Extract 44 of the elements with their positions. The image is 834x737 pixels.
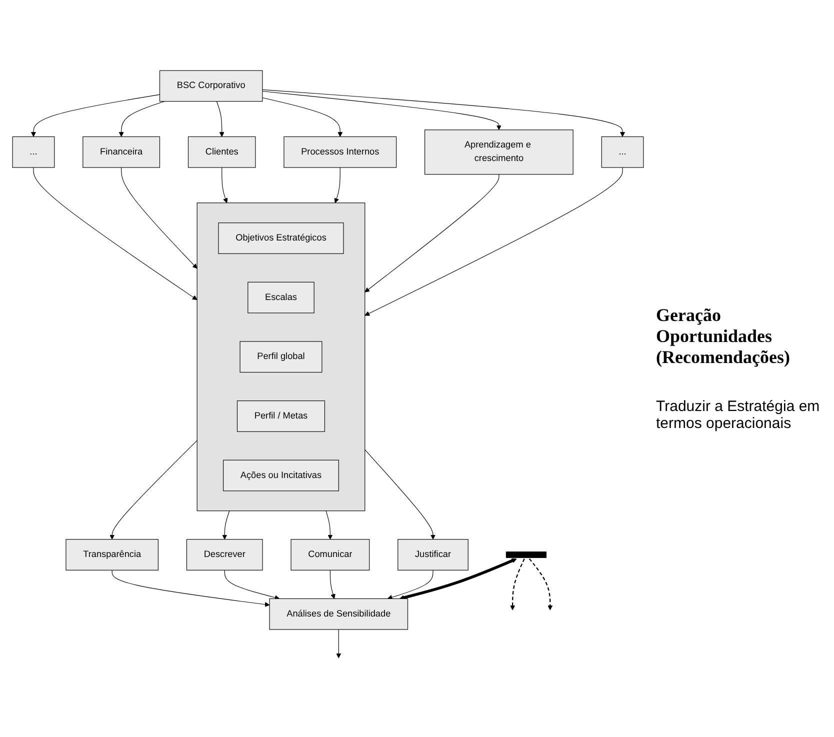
node-box: Perfil global	[240, 341, 322, 373]
arrow	[112, 570, 270, 608]
arrow	[399, 558, 517, 600]
node-box: Aprendizagem e crescimento	[424, 130, 574, 175]
node-box: Clientes	[188, 136, 256, 168]
node-box: Escalas	[248, 282, 314, 314]
arrow	[224, 570, 280, 600]
node-box: Processos Internos	[284, 136, 397, 168]
arrow	[364, 450, 436, 540]
annotation-text: Traduzir a Estratégia em termos operacionais	[656, 398, 821, 432]
arrow	[510, 558, 525, 611]
node-box: Financeira	[82, 136, 160, 168]
node-box: Comunicar	[290, 539, 370, 571]
arrow	[387, 570, 434, 600]
node-box: Justificar	[398, 539, 468, 571]
arrow	[121, 167, 198, 269]
node-box: Perfil / Metas	[236, 400, 325, 432]
arrow	[262, 98, 343, 138]
node-box: Descrever	[186, 539, 263, 571]
arrow	[118, 101, 165, 138]
node-box: Ações ou Incitativas	[223, 460, 339, 492]
annotation-text: Geração Oportunidades (Recomendações)	[656, 305, 791, 368]
arrow	[330, 570, 336, 600]
arrow	[222, 510, 230, 540]
arrow	[326, 510, 333, 540]
node-box: Objetivos Estratégicos	[218, 222, 344, 254]
arrow	[216, 101, 224, 138]
node-box: Análises de Sensibilidade	[269, 598, 408, 630]
cluster	[196, 202, 366, 512]
arrow	[262, 91, 502, 130]
arrow	[334, 167, 340, 204]
node-box: ...	[601, 136, 644, 168]
arrow	[33, 167, 198, 300]
node-box: BSC Corporativo	[159, 70, 263, 102]
arrow	[528, 558, 553, 611]
arrow	[30, 94, 160, 138]
arrow	[336, 629, 342, 658]
arrow	[222, 167, 228, 204]
arrow	[110, 440, 198, 540]
node-box: Transparência	[66, 539, 158, 571]
node-box: ...	[12, 136, 55, 168]
arrow	[364, 167, 623, 316]
arrow	[262, 90, 626, 138]
arrow	[364, 174, 500, 293]
